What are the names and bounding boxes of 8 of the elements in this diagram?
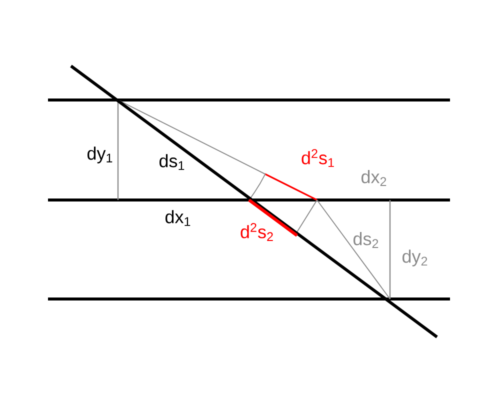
variable-label: dy$_{1}$ (88, 146, 112, 164)
variable-label: dx$_{1}$ (166, 210, 190, 226)
variable-label: ds$_{1}$ (160, 154, 184, 170)
variable-label: dy$_{2}$ (402, 250, 428, 266)
variable-label: ds$_{2}$ (354, 232, 378, 248)
variable-label: d$^{2}$s$_{1}$ (302, 149, 334, 167)
variable-label: d$^{2}$s$_{2}$ (240, 223, 273, 241)
variable-label: dx$_{2}$ (362, 170, 386, 186)
